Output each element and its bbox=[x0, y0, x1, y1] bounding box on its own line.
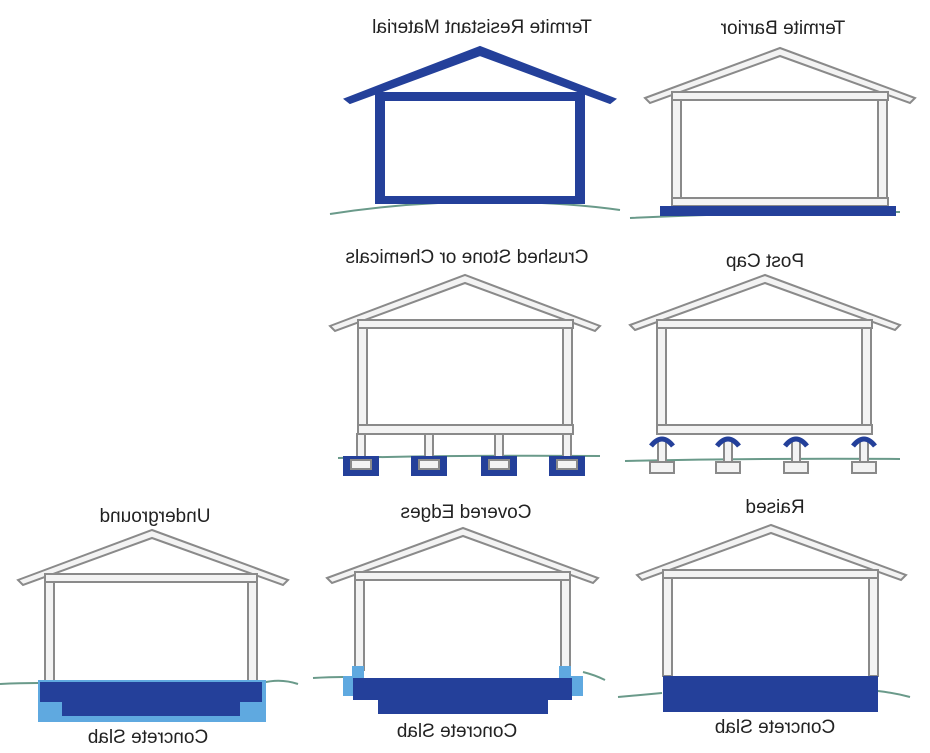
right-wall bbox=[877, 99, 888, 201]
covered-edge-left bbox=[343, 676, 355, 696]
title-post-cap: Post Cap bbox=[725, 251, 805, 272]
ceiling-beam bbox=[375, 92, 585, 101]
right-wall bbox=[247, 581, 258, 683]
concrete-slab bbox=[663, 688, 878, 712]
left-wall bbox=[357, 327, 368, 427]
ceiling-beam bbox=[662, 569, 879, 579]
roof bbox=[328, 273, 602, 333]
title-termite-resistant-material: Termite Resistant Material bbox=[372, 17, 592, 38]
right-wall bbox=[560, 579, 571, 671]
left-wall bbox=[375, 92, 385, 204]
posts bbox=[649, 439, 877, 474]
ceiling-beam bbox=[656, 319, 873, 329]
roof bbox=[343, 45, 617, 105]
house-termite-resistant-material bbox=[329, 45, 621, 215]
right-wall bbox=[575, 92, 585, 204]
floor-beam bbox=[357, 424, 574, 435]
post-caps bbox=[649, 436, 877, 448]
house-termite-barrier bbox=[629, 46, 917, 219]
concrete-slab bbox=[40, 682, 262, 716]
roof bbox=[628, 273, 902, 332]
roof bbox=[635, 523, 908, 582]
concrete-slab bbox=[353, 678, 572, 714]
ceiling-beam bbox=[354, 571, 571, 581]
house-crushed-stone bbox=[328, 273, 602, 476]
left-wall bbox=[656, 327, 667, 427]
covered-edge-right bbox=[570, 676, 583, 696]
house-covered-edges bbox=[312, 526, 606, 714]
floor-beam bbox=[671, 197, 889, 207]
caption-concrete-slab-underground: Concrete Slab bbox=[87, 727, 209, 748]
ceiling-beam bbox=[44, 573, 258, 583]
title-underground: Underground bbox=[99, 506, 211, 527]
floor-beam bbox=[656, 424, 873, 435]
right-wall bbox=[868, 577, 879, 677]
house-raised bbox=[617, 523, 911, 712]
caption-concrete-slab-raised: Concrete Slab bbox=[714, 717, 836, 738]
ceiling-beam bbox=[357, 319, 574, 329]
right-wall bbox=[562, 327, 573, 427]
caption-concrete-slab-covered-edges: Concrete Slab bbox=[396, 721, 518, 742]
left-wall bbox=[662, 577, 673, 677]
ceiling-beam bbox=[671, 91, 889, 101]
left-wall bbox=[671, 99, 682, 201]
roof bbox=[643, 46, 917, 105]
roof bbox=[16, 528, 290, 587]
right-wall bbox=[861, 327, 872, 427]
house-underground bbox=[0, 528, 299, 722]
foundation-piers bbox=[356, 433, 572, 459]
crushed-stone-blocks bbox=[343, 456, 585, 476]
title-crushed-stone: Crushed Stone or Chemicals bbox=[345, 247, 589, 268]
title-raised: Raised bbox=[745, 497, 805, 518]
floor-beam bbox=[375, 196, 585, 204]
raised-slab-top bbox=[663, 676, 878, 688]
roof bbox=[325, 526, 600, 585]
termite-barrier-layer bbox=[660, 206, 896, 216]
house-post-cap bbox=[624, 273, 902, 474]
left-wall bbox=[44, 581, 55, 683]
title-covered-edges: Covered Edges bbox=[400, 502, 532, 523]
left-wall bbox=[354, 579, 365, 671]
title-termite-barrier: Termite Barrior bbox=[720, 18, 846, 39]
